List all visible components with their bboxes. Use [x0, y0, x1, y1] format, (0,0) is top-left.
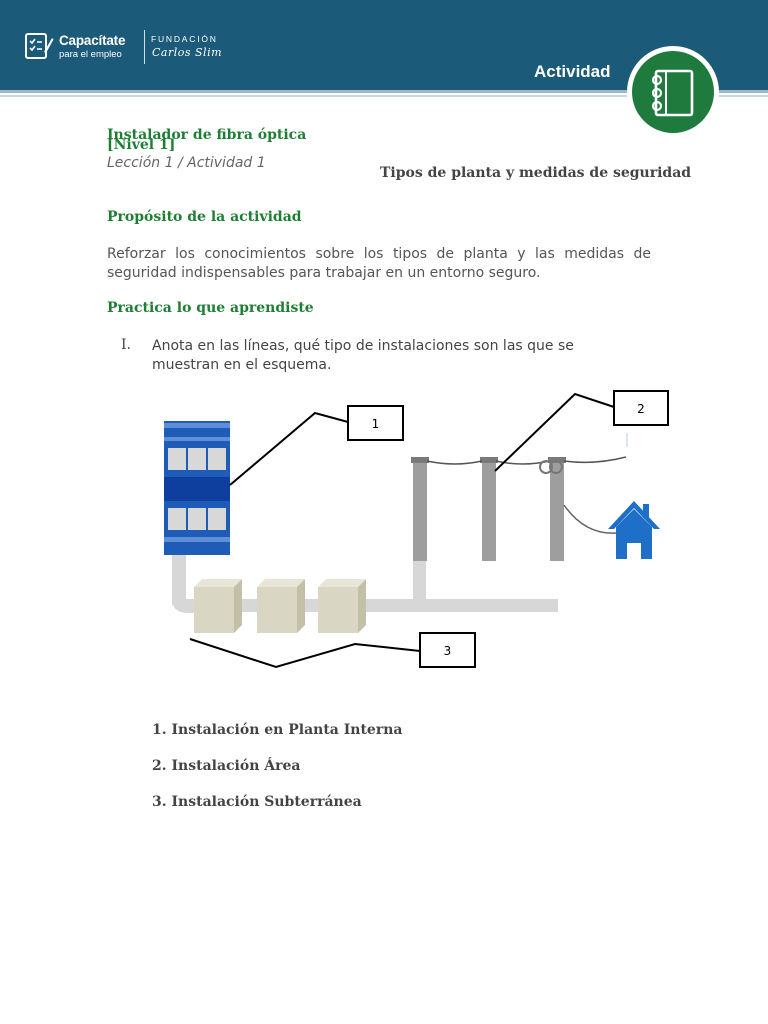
foundation-name: Carlos Slim: [152, 46, 223, 59]
manhole-boxes: [194, 579, 366, 633]
notebook-icon: [651, 69, 694, 117]
header-divider-thin: [0, 95, 768, 97]
header-divider: [0, 90, 768, 93]
callout-2: 2: [494, 390, 669, 472]
course-title: Instalador de fibra óptica [Nivel 1]: [107, 127, 307, 153]
header-band: Capacítate para el empleo FUNDACIÓN Carl…: [0, 0, 768, 90]
practice-heading: Practica lo que aprendiste: [107, 300, 314, 316]
checklist-icon: [25, 33, 54, 59]
answer-1: 1. Instalación en Planta Interna: [152, 722, 403, 738]
installation-diagram: 1 2 3: [164, 390, 669, 669]
activity-subject: Tipos de planta y medidas de seguridad: [380, 165, 692, 181]
label-3: 3: [444, 644, 452, 658]
purpose-heading: Propósito de la actividad: [107, 209, 302, 225]
item-instructions: Anota en las líneas, qué tipo de instala…: [152, 338, 574, 373]
answer-3: 3. Instalación Subterránea: [152, 794, 362, 810]
utility-poles: [411, 433, 628, 561]
logo-brand: Capacítate: [59, 33, 126, 48]
callout-1: 1: [229, 405, 404, 486]
logo-subtitle: para el empleo: [59, 49, 122, 60]
capacitate-logo: Capacítate para el empleo FUNDACIÓN Carl…: [24, 30, 244, 66]
label-1: 1: [372, 417, 380, 431]
building-icon: [164, 421, 230, 555]
foundation-label: FUNDACIÓN: [151, 34, 218, 44]
house-icon: [608, 501, 660, 559]
logo-divider: [144, 30, 145, 64]
lesson-label: Lección 1 / Actividad 1: [107, 155, 266, 171]
callout-3: 3: [189, 632, 476, 669]
item-number: I.: [121, 337, 131, 353]
purpose-text: Reforzar los conocimientos sobre los tip…: [107, 246, 651, 281]
label-2: 2: [637, 402, 645, 416]
activity-badge: [627, 46, 719, 138]
activity-label: Actividad: [534, 62, 611, 81]
answer-2: 2. Instalación Área: [152, 758, 301, 774]
